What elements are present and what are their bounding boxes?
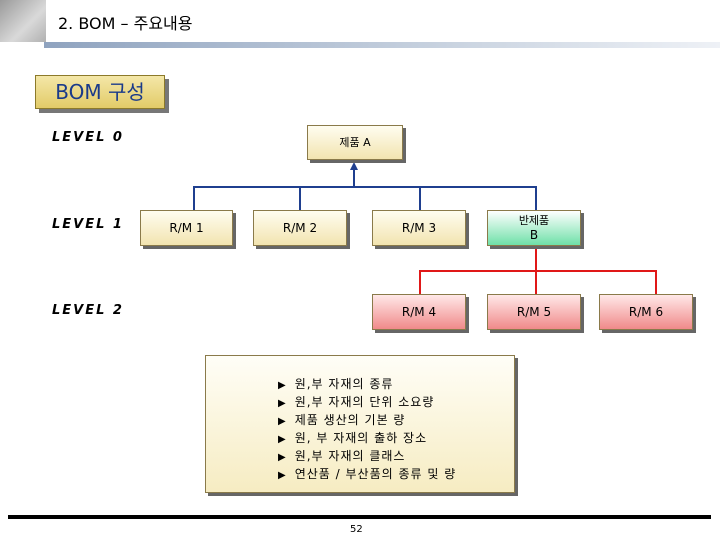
- node-semi-product-b-line2: B: [529, 228, 539, 242]
- list-item: ▶연산품 / 부산품의 종류 및 량: [278, 467, 457, 481]
- bom-contents-note: ▶원,부 자재의 종류 ▶원,부 자재의 단위 소요량 ▶제품 생산의 기본 량…: [205, 355, 515, 493]
- list-item: ▶원, 부 자재의 출하 장소: [278, 431, 428, 445]
- node-rm-1: R/M 1: [140, 210, 233, 246]
- connector-rm3: [419, 186, 421, 210]
- node-rm-6: R/M 6: [599, 294, 693, 330]
- connector-semi-b-stem: [535, 247, 537, 271]
- connector-rm4: [419, 270, 421, 294]
- list-item: ▶원,부 자재의 단위 소요량: [278, 395, 435, 409]
- bullet-triangle-icon: ▶: [278, 380, 287, 391]
- bullet-triangle-icon: ▶: [278, 452, 287, 463]
- slide-title: 2. BOM – 주요내용: [58, 14, 193, 33]
- connector-rm1: [193, 186, 195, 210]
- header-decoration-image: [0, 0, 46, 42]
- slide-header: 2. BOM – 주요내용: [0, 0, 720, 48]
- connector-rm2: [299, 186, 301, 210]
- header-underline: [44, 42, 720, 48]
- level-0-label: LEVEL 0: [52, 130, 124, 145]
- node-rm-5: R/M 5: [487, 294, 581, 330]
- node-rm-2: R/M 2: [253, 210, 347, 246]
- node-semi-product-b-line1: 반제품: [518, 214, 550, 227]
- connector-rm6: [655, 270, 657, 294]
- connector-semi-b: [535, 186, 537, 210]
- bullet-triangle-icon: ▶: [278, 398, 287, 409]
- connector-level1-bus: [193, 186, 537, 188]
- connector-rm5: [535, 270, 537, 294]
- node-product-a: 제품 A: [307, 125, 403, 160]
- node-semi-product-b: 반제품 B: [487, 210, 581, 246]
- bullet-triangle-icon: ▶: [278, 416, 287, 427]
- level-1-label: LEVEL 1: [52, 217, 124, 232]
- page-number: 52: [350, 524, 363, 535]
- section-label: BOM 구성: [35, 75, 165, 109]
- bom-contents-list: ▶원,부 자재의 종류 ▶원,부 자재의 단위 소요량 ▶제품 생산의 기본 량…: [206, 356, 514, 484]
- list-item: ▶원,부 자재의 종류: [278, 377, 394, 391]
- bullet-triangle-icon: ▶: [278, 434, 287, 445]
- node-rm-4: R/M 4: [372, 294, 466, 330]
- arrow-up-icon: [350, 162, 358, 170]
- list-item: ▶제품 생산의 기본 량: [278, 413, 406, 427]
- bullet-triangle-icon: ▶: [278, 470, 287, 481]
- connector-level2-bus: [419, 270, 657, 272]
- list-item: ▶원,부 자재의 클래스: [278, 449, 406, 463]
- connector-product-stem: [353, 169, 355, 187]
- node-rm-3: R/M 3: [372, 210, 466, 246]
- level-2-label: LEVEL 2: [52, 303, 124, 318]
- footer-divider: [8, 515, 711, 519]
